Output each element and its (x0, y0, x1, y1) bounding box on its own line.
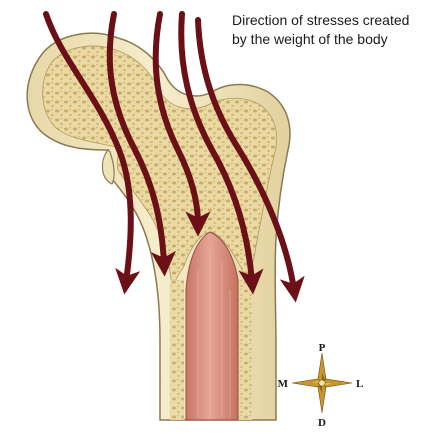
stress-arrow-2 (106, 11, 176, 277)
compass-label-right: L (356, 378, 363, 390)
shaft-wall-left (170, 280, 184, 420)
caption-line-2: by the weight of the body (232, 31, 388, 47)
stress-arrow-4 (178, 11, 264, 295)
stress-arrow-5 (195, 17, 305, 303)
marrow-texture (197, 250, 231, 418)
lesser-trochanter (101, 149, 115, 185)
compass-rose: P D M L (278, 342, 364, 429)
stress-arrow-1 (43, 11, 141, 295)
compass-label-top: P (319, 342, 326, 354)
compass-label-bottom: D (318, 417, 326, 429)
shaft-wall-right (238, 280, 252, 420)
stress-caption: Direction of stresses created by the wei… (232, 11, 437, 49)
compass-label-left: M (278, 378, 289, 390)
caption-line-1: Direction of stresses created (232, 12, 410, 28)
stress-arrow-3 (152, 11, 211, 237)
stress-arrows (43, 11, 305, 303)
